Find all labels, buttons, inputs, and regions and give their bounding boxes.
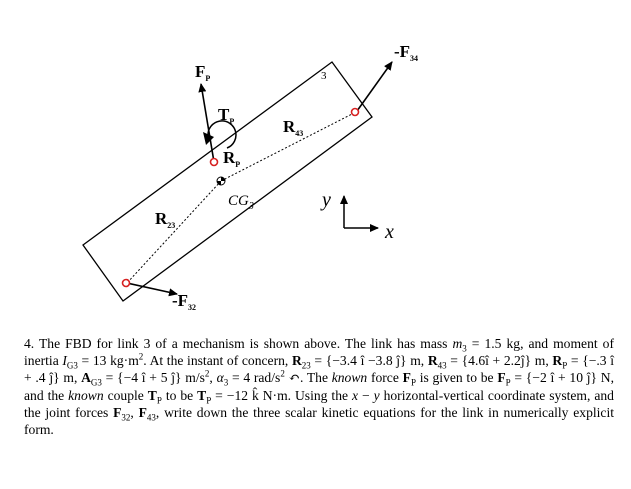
problem-text-segment: T <box>147 387 157 403</box>
fbd-figure: FP TP RP R43 R23 CG3 3 -F34 -F32 y x <box>82 42 418 312</box>
problem-text-segment: G3 <box>90 378 102 389</box>
joint-23-point <box>121 278 131 288</box>
couple-tp-arc <box>207 120 237 149</box>
problem-text-segment: The <box>306 370 332 386</box>
force-f34-arrow <box>356 61 393 112</box>
joint-43-point <box>350 107 360 117</box>
problem-text-segment: R <box>552 353 563 369</box>
problem-text-segment: P <box>505 378 511 389</box>
problem-text-segment: = 1.5 kg, and moment of inertia <box>24 336 614 369</box>
problem-text-segment: 3 <box>223 378 229 389</box>
problem-text-segment: 43 <box>146 412 156 423</box>
problem-text-segment: x <box>351 387 359 403</box>
problem-text-segment: y <box>373 387 380 403</box>
problem-text-segment: known <box>331 370 368 386</box>
problem-text-segment: = 13 kg·m <box>77 353 139 369</box>
f32-label: -F32 <box>172 291 196 312</box>
problem-text-segment: F <box>138 404 147 420</box>
problem-text-segment: T <box>197 387 207 403</box>
couple-tp-arrowhead <box>203 132 214 145</box>
problem-text-segment: = −12 k̂ N·m. Using the <box>211 387 352 403</box>
problem-text-segment: α <box>216 370 224 386</box>
problem-text-segment: P <box>206 395 212 406</box>
problem-text-segment: 2 <box>280 368 285 379</box>
x-axis-label: x <box>384 221 394 243</box>
problem-text-segment: 2 <box>138 351 144 362</box>
problem-number: 4. <box>24 336 35 351</box>
problem-text-segment: G3 <box>66 360 78 371</box>
problem-text-segment: = 4 rad/s <box>228 370 281 386</box>
y-axis-label: y <box>320 189 331 211</box>
r23-label: R23 <box>155 209 175 230</box>
force-fp-arrow <box>198 83 215 163</box>
problem-text-segment: = {−2 î + 10 ĵ} N, and the <box>24 370 615 403</box>
problem-text-segment: F <box>497 370 506 386</box>
problem-text-segment: 43 <box>437 360 447 371</box>
problem-text-segment: P <box>410 378 416 389</box>
tp-label: TP <box>218 105 234 126</box>
problem-text-segment: 23 <box>301 360 311 371</box>
problem-text-segment: F <box>402 370 411 386</box>
problem-text-segment: . At the instant of concern, <box>143 353 292 369</box>
rp-label: RP <box>223 148 240 169</box>
problem-text-segment: to be <box>161 387 198 403</box>
problem-text-segment: 3 <box>462 343 467 354</box>
problem-body: The FBD for link 3 of a mechanism is sho… <box>24 336 614 437</box>
coordinate-axes <box>340 195 379 232</box>
problem-text-segment: ↶. <box>284 370 307 386</box>
fp-label: FP <box>195 62 210 83</box>
r43-vector <box>220 112 355 182</box>
force-f32-arrow <box>126 282 178 297</box>
r23-vector <box>126 180 222 284</box>
problem-text-segment: 2 <box>204 368 210 379</box>
cg3-label: CG3 <box>228 193 254 212</box>
problem-text-segment: = {−3.4 î −3.8 ĵ} m, <box>310 353 428 369</box>
problem-text-segment: F <box>113 404 122 420</box>
f34-label: -F34 <box>394 42 418 63</box>
link-body <box>82 61 373 302</box>
problem-text-segment: The FBD for link 3 of a mechanism is sho… <box>38 336 453 351</box>
problem-text-segment: horizontal-vertical coordinate system, a… <box>24 387 614 420</box>
problem-text-segment: = {4.6î + 2.2ĵ} m, <box>446 353 553 369</box>
problem-text-segment: = {−4 î + 5 ĵ} m/s <box>101 370 205 386</box>
r43-label: R43 <box>283 117 303 138</box>
problem-text-segment: couple <box>103 387 148 403</box>
problem-text-segment: P <box>156 395 162 406</box>
problem-text-segment: P <box>562 360 568 371</box>
problem-text-segment: R <box>291 353 302 369</box>
problem-text-segment: R <box>427 353 438 369</box>
problem-text-segment: I <box>62 353 67 369</box>
problem-text-segment: , <box>209 370 217 386</box>
problem-text-segment: A <box>81 370 91 386</box>
problem-text-segment: is given to be <box>415 370 498 386</box>
problem-text-segment: , <box>130 404 139 420</box>
problem-text-segment: known <box>68 387 104 403</box>
problem-text-segment: force <box>367 370 403 386</box>
problem-statement: 4. The FBD for link 3 of a mechanism is … <box>24 335 614 438</box>
link-number-label: 3 <box>321 70 327 82</box>
problem-text-segment: m <box>452 336 463 351</box>
cg-symbol <box>216 176 226 186</box>
problem-text-segment: 32 <box>121 412 131 423</box>
joint-p-point <box>209 157 219 167</box>
problem-text-segment: = {−.3 î + .4 ĵ} m, <box>24 353 614 386</box>
problem-text-segment: − <box>358 387 374 403</box>
problem-text-segment: , write down the three scalar kinetic eq… <box>24 404 615 438</box>
